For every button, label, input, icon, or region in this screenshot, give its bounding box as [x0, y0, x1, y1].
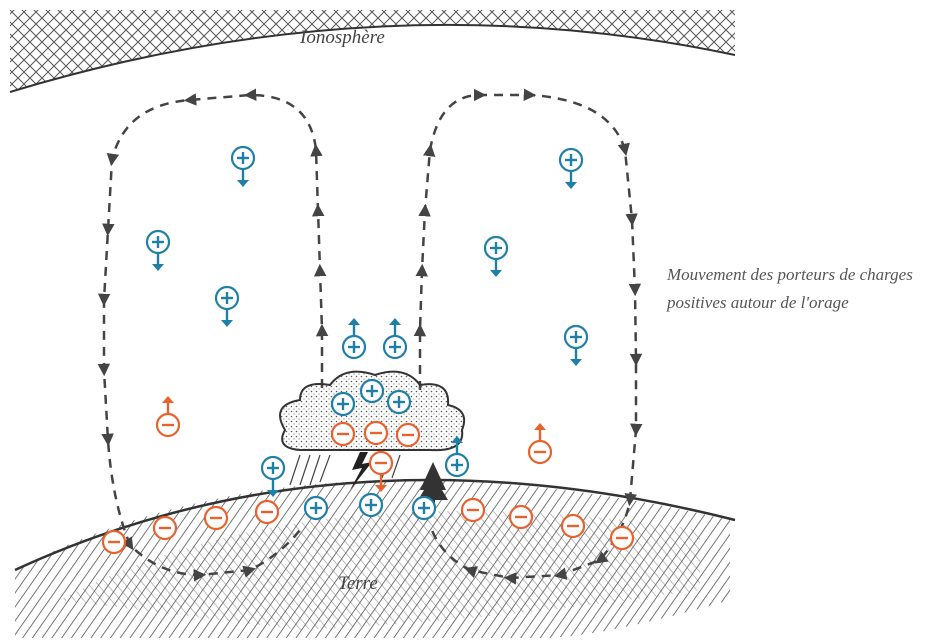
positive-charge: [565, 326, 587, 366]
positive-charge: [343, 318, 365, 358]
negative-charge: [205, 507, 227, 529]
positive-charge: [384, 318, 406, 358]
positive-charge: [413, 497, 435, 519]
positive-charge: [485, 237, 507, 277]
positive-charge: [361, 380, 383, 402]
positive-charge: [332, 393, 354, 415]
arrow-down-icon: [237, 180, 249, 187]
ionosphere-band: [10, 10, 735, 92]
negative-charge: [462, 499, 484, 521]
negative-charge: [154, 517, 176, 539]
arrow-up-icon: [162, 396, 174, 403]
positive-charge: [360, 494, 382, 516]
positive-charge: [388, 391, 410, 413]
negative-charge: [510, 506, 532, 528]
negative-charge: [157, 396, 179, 436]
arrow-up-icon: [348, 318, 360, 325]
positive-charge: [232, 147, 254, 187]
positive-charge: [560, 149, 582, 189]
positive-charge: [147, 231, 169, 271]
ionosphere-label: Ionosphère: [300, 27, 385, 49]
arrow-down-icon: [221, 320, 233, 327]
arrow-down-icon: [490, 270, 502, 277]
negative-charge: [611, 527, 633, 549]
arrow-down-icon: [152, 264, 164, 271]
negative-charge: [397, 424, 419, 446]
diagram-caption: Mouvement des porteurs de charges positi…: [667, 261, 939, 317]
positive-charge: [216, 287, 238, 327]
negative-charge: [562, 515, 584, 537]
arrow-up-icon: [389, 318, 401, 325]
negative-charge: [365, 422, 387, 444]
arrow-down-icon: [570, 359, 582, 366]
arrow-up-icon: [534, 423, 546, 430]
arrow-down-icon: [565, 182, 577, 189]
negative-charge: [332, 423, 354, 445]
negative-charge: [529, 423, 551, 463]
negative-charge: [103, 531, 125, 553]
positive-charge: [305, 497, 327, 519]
negative-charge: [256, 501, 278, 523]
earth-label: Terre: [338, 573, 378, 595]
